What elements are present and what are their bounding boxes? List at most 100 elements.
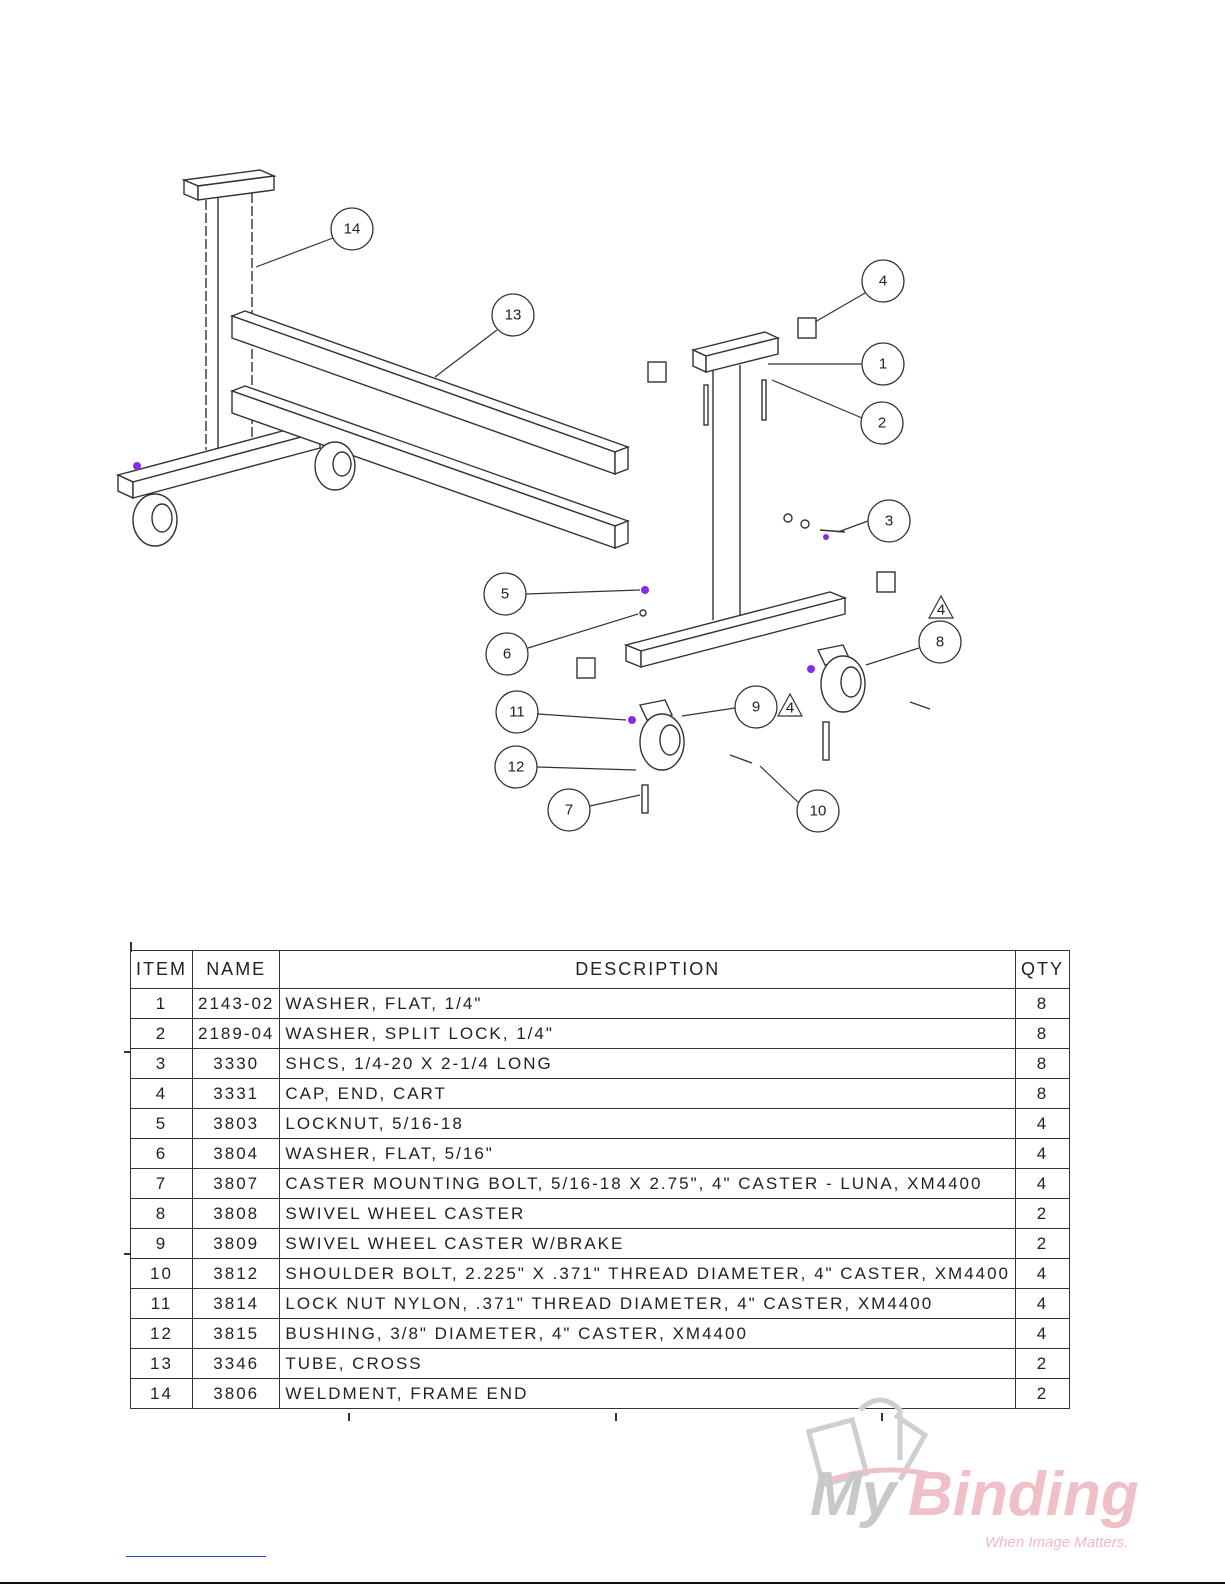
cell-name: 3804 bbox=[191, 1138, 281, 1169]
cell-qty: 2 bbox=[1015, 1198, 1071, 1229]
callout-1: 1 bbox=[861, 342, 905, 386]
cell-item: 12 bbox=[130, 1318, 193, 1349]
callout-number: 14 bbox=[344, 221, 361, 238]
header-name: NAME bbox=[191, 950, 281, 989]
cross-tubes bbox=[229, 310, 631, 550]
cell-description: WASHER, FLAT, 5/16" bbox=[279, 1138, 1017, 1169]
callout-6: 6 bbox=[485, 632, 529, 676]
callout-9: 9 bbox=[734, 685, 778, 729]
cell-item: 5 bbox=[130, 1108, 193, 1139]
callout-circle bbox=[485, 632, 529, 676]
cell-item: 8 bbox=[130, 1198, 193, 1229]
cell-item: 9 bbox=[130, 1228, 193, 1259]
callout-circle bbox=[861, 259, 905, 303]
callout-3: 3 bbox=[867, 499, 911, 543]
cell-description: SHCS, 1/4-20 X 2-1/4 LONG bbox=[279, 1048, 1017, 1079]
callout-7: 7 bbox=[547, 788, 591, 832]
callout-circle bbox=[494, 745, 538, 789]
cell-item: 10 bbox=[130, 1258, 193, 1289]
callout-number: 4 bbox=[879, 273, 887, 290]
cell-name: 3807 bbox=[191, 1168, 281, 1199]
cell-name: 3331 bbox=[191, 1078, 281, 1109]
svg-text:4: 4 bbox=[786, 700, 794, 717]
cell-qty: 4 bbox=[1015, 1258, 1071, 1289]
cell-item: 11 bbox=[130, 1288, 193, 1319]
cell-item: 3 bbox=[130, 1048, 193, 1079]
leader-lines bbox=[255, 237, 920, 807]
cell-qty: 4 bbox=[1015, 1108, 1071, 1139]
callout-circle bbox=[495, 690, 539, 734]
callout-number: 11 bbox=[509, 704, 525, 721]
cell-item: 6 bbox=[130, 1138, 193, 1169]
callout-8: 8 bbox=[918, 620, 962, 664]
callout-number: 9 bbox=[752, 699, 760, 716]
left-frame-end bbox=[115, 169, 323, 500]
callout-circle bbox=[867, 499, 911, 543]
cell-name: 3346 bbox=[191, 1348, 281, 1379]
frame-tick bbox=[615, 1413, 617, 1421]
frame-tick bbox=[124, 1051, 130, 1053]
cell-description: SWIVEL WHEEL CASTER W/BRAKE bbox=[279, 1228, 1017, 1259]
cell-qty: 4 bbox=[1015, 1168, 1071, 1199]
header-description: DESCRIPTION bbox=[279, 950, 1017, 989]
page-bottom-border bbox=[0, 1582, 1225, 1584]
cell-name: 3806 bbox=[191, 1378, 281, 1409]
callout-circle bbox=[734, 685, 778, 729]
cell-qty: 4 bbox=[1015, 1288, 1071, 1319]
cell-qty: 2 bbox=[1015, 1228, 1071, 1259]
cell-description: LOCKNUT, 5/16-18 bbox=[279, 1108, 1017, 1139]
cell-name: 2143-02 bbox=[191, 988, 281, 1019]
callout-number: 12 bbox=[508, 759, 525, 776]
cell-description: LOCK NUT NYLON, .371" THREAD DIAMETER, 4… bbox=[279, 1288, 1017, 1319]
link-underline bbox=[126, 1556, 266, 1557]
mybinding-watermark-logo: My Binding When Image Matters. bbox=[805, 1397, 1139, 1551]
cell-qty: 8 bbox=[1015, 1048, 1071, 1079]
right-frame-end bbox=[623, 331, 848, 669]
cell-name: 2189-04 bbox=[191, 1018, 281, 1049]
end-caps bbox=[576, 317, 896, 679]
hardware bbox=[628, 513, 931, 814]
callout-number: 6 bbox=[503, 646, 511, 663]
callout-circle bbox=[860, 401, 904, 445]
callout-number: 5 bbox=[501, 586, 509, 603]
cell-item: 14 bbox=[130, 1378, 193, 1409]
cell-qty: 8 bbox=[1015, 1078, 1071, 1109]
frame-tick bbox=[124, 1253, 130, 1255]
callout-13: 13 bbox=[491, 293, 535, 337]
svg-text:4: 4 bbox=[937, 602, 945, 619]
cell-description: CAP, END, CART bbox=[279, 1078, 1017, 1109]
cart-frame-drawing bbox=[115, 169, 931, 814]
callout-circle bbox=[491, 293, 535, 337]
svg-text:When Image Matters.: When Image Matters. bbox=[985, 1534, 1128, 1551]
cell-name: 3812 bbox=[191, 1258, 281, 1289]
callout-circle bbox=[547, 788, 591, 832]
callout-number: 13 bbox=[505, 307, 522, 324]
cell-description: WASHER, FLAT, 1/4" bbox=[279, 988, 1017, 1019]
callout-2: 2 bbox=[860, 401, 904, 445]
callout-number: 10 bbox=[810, 803, 827, 820]
callout-11: 11 bbox=[495, 690, 539, 734]
callout-circle bbox=[918, 620, 962, 664]
cell-name: 3330 bbox=[191, 1048, 281, 1079]
cell-qty: 2 bbox=[1015, 1378, 1071, 1409]
cell-name: 3808 bbox=[191, 1198, 281, 1229]
cell-name: 3815 bbox=[191, 1318, 281, 1349]
cell-description: SHOULDER BOLT, 2.225" X .371" THREAD DIA… bbox=[279, 1258, 1017, 1289]
cell-name: 3803 bbox=[191, 1108, 281, 1139]
cell-qty: 8 bbox=[1015, 1018, 1071, 1049]
cell-name: 3814 bbox=[191, 1288, 281, 1319]
cell-qty: 4 bbox=[1015, 1318, 1071, 1349]
cell-qty: 4 bbox=[1015, 1138, 1071, 1169]
callout-12: 12 bbox=[494, 745, 538, 789]
binding-roll-icon bbox=[805, 1397, 929, 1488]
